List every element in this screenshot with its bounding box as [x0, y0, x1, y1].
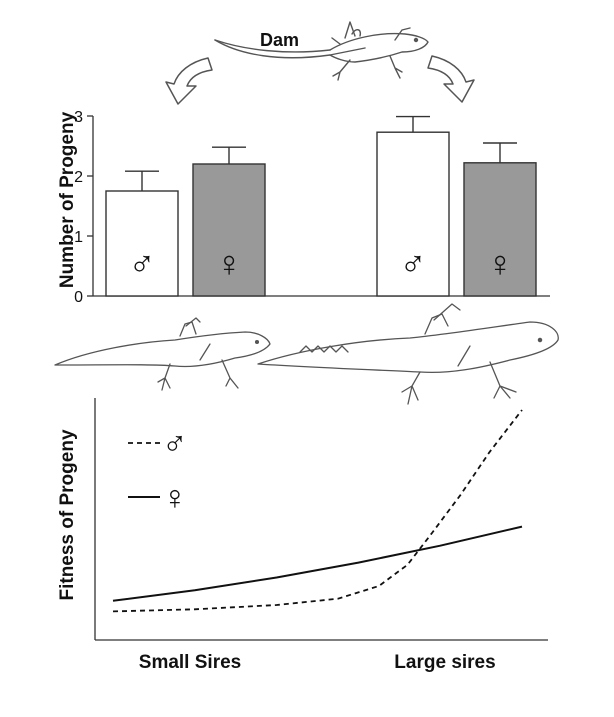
y-tick-label: 2 — [74, 169, 83, 186]
bar-chart-ylabel: Number of Progeny — [57, 111, 78, 288]
bar-male — [376, 131, 450, 297]
y-tick-label: 1 — [74, 229, 83, 246]
y-tick-label: 3 — [74, 109, 83, 126]
legend-female-symbol: ♀ — [162, 479, 188, 517]
lizard-small-sire-icon — [54, 317, 271, 391]
bar-female — [463, 162, 537, 297]
bar-symbol-male: ♂ — [129, 243, 156, 284]
line-chart: Fitness of Progeny ♂ ♀ Small Sires Large… — [57, 398, 548, 673]
series-line-dashed — [112, 409, 523, 613]
legend-male-symbol: ♂ — [162, 425, 188, 463]
lizard-dam-icon — [214, 21, 429, 81]
line-chart-ylabel: Fitness of Progeny — [57, 429, 78, 600]
x-category-small-sires: Small Sires — [139, 652, 241, 673]
series-line-solid — [112, 525, 523, 602]
bar-male — [105, 190, 179, 297]
y-tick-label: 0 — [74, 289, 83, 306]
x-category-large-sires: Large sires — [394, 652, 495, 673]
dam-label: Dam — [260, 30, 299, 50]
bar-female — [192, 163, 266, 297]
bar-symbol-female: ♀ — [216, 243, 243, 284]
bar-symbol-female: ♀ — [487, 243, 514, 284]
legend: ♂ ♀ — [128, 425, 188, 517]
bar-symbol-male: ♂ — [400, 243, 427, 284]
curved-arrow-right-icon — [427, 55, 475, 103]
bar-chart: Number of Progeny 0 1 2 3 ♂ ♀ ♂ ♀ — [57, 109, 550, 306]
curved-arrow-left-icon — [165, 57, 213, 105]
lizard-large-sire-icon — [257, 303, 559, 405]
